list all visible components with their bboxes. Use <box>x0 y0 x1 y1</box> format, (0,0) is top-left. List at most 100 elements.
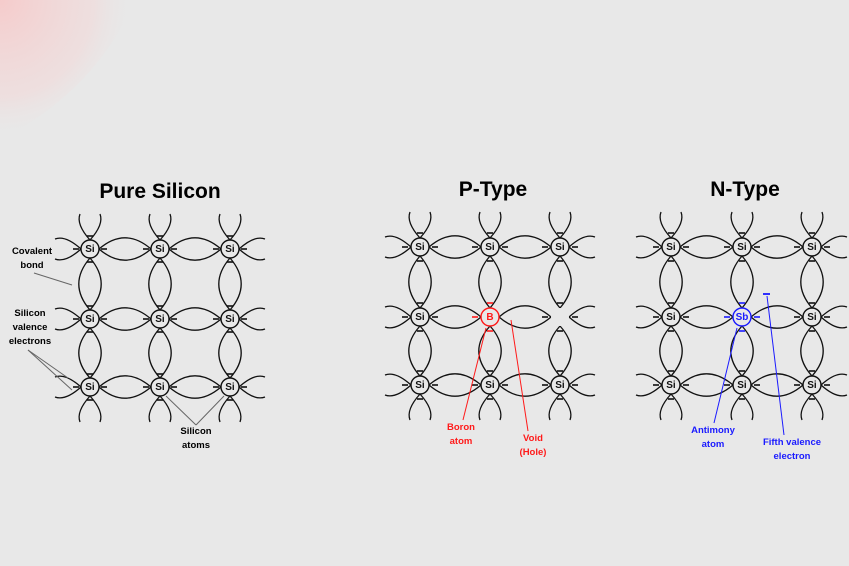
outer-bond-stub <box>159 395 172 423</box>
covalent-bond-arc <box>419 325 432 377</box>
outer-bond-stub <box>489 393 502 421</box>
silicon-atom <box>661 237 681 257</box>
covalent-bond-arc <box>89 257 102 311</box>
covalent-bond-arc <box>750 235 804 248</box>
dopant-symbol: B <box>486 312 493 323</box>
covalent-bond-arc <box>419 255 432 309</box>
silicon-atom <box>802 375 822 395</box>
valence-label-line3: electrons <box>9 336 51 347</box>
silicon-atom <box>550 237 570 257</box>
silicon-symbol: Si <box>737 380 747 391</box>
outer-bond-stub <box>741 393 754 421</box>
fifth-leader <box>766 295 785 436</box>
outer-bond-stub <box>659 211 672 239</box>
covalent-bond-arc <box>811 325 824 377</box>
outer-bond-stub <box>238 248 266 261</box>
silicon-atom <box>802 307 822 327</box>
covalent-bond-arc <box>89 327 102 379</box>
outer-bond-stub <box>384 316 412 329</box>
silicon-symbol: Si <box>415 312 425 323</box>
covalent-bond-arc <box>659 325 672 377</box>
outer-bond-stub <box>238 375 266 388</box>
valence-electrons-annotation: Silicon valence electrons <box>9 308 73 391</box>
outer-bond-stub <box>218 395 231 423</box>
covalent-bond-arc <box>478 255 491 309</box>
void-label-line2: (Hole) <box>520 447 547 458</box>
outer-bond-stub <box>820 305 848 318</box>
covalent-bond-arc <box>741 325 754 377</box>
covalent-bond-arc <box>98 248 152 261</box>
outer-bond-stub <box>238 386 266 399</box>
outer-bond-stub <box>408 211 421 239</box>
outer-bond-stub <box>800 211 813 239</box>
covalent-bond-arc <box>741 255 754 309</box>
silicon-atom <box>550 375 570 395</box>
covalent-bond-arc <box>679 235 734 248</box>
outer-bond-stub <box>730 393 743 421</box>
silicon-atom <box>150 377 170 397</box>
outer-bond-stub <box>635 305 663 318</box>
covalent-bond-arc <box>168 248 222 261</box>
covalent-bond-arc <box>168 386 222 399</box>
silicon-symbol: Si <box>415 380 425 391</box>
covalent-bond-arc <box>548 325 561 377</box>
outer-bond-stub <box>670 211 683 239</box>
atoms-leader-1 <box>165 395 197 426</box>
silicon-symbol: Si <box>485 242 495 253</box>
silicon-symbol: Si <box>85 382 95 393</box>
silicon-atom <box>480 375 500 395</box>
silicon-atom <box>80 309 100 329</box>
outer-bond-stub <box>820 316 848 329</box>
outer-bond-stub <box>568 235 596 248</box>
silicon-symbol: Si <box>666 380 676 391</box>
silicon-symbol: Si <box>155 382 165 393</box>
outer-bond-stub <box>408 393 421 421</box>
silicon-atom <box>661 375 681 395</box>
silicon-atom <box>802 237 822 257</box>
covalent-bond-label-line2: bond <box>20 260 43 271</box>
silicon-symbol: Si <box>155 314 165 325</box>
outer-bond-stub <box>54 386 82 399</box>
valence-label-line2: valence <box>13 322 48 333</box>
covalent-bond-arc <box>498 316 552 329</box>
silicon-atom <box>150 239 170 259</box>
outer-bond-stub <box>54 237 82 250</box>
covalent-bond-arc <box>428 316 482 329</box>
void-leader <box>510 319 529 432</box>
valence-leader-2 <box>27 349 73 391</box>
covalent-bond-arc <box>670 255 683 309</box>
covalent-bond-arc <box>408 325 421 377</box>
outer-bond-stub <box>548 211 561 239</box>
outer-bond-stub <box>670 393 683 421</box>
covalent-bond-arc <box>78 257 91 311</box>
covalent-bond-arc <box>148 257 161 311</box>
outer-bond-stub <box>384 384 412 397</box>
outer-bond-stub <box>384 235 412 248</box>
silicon-atom <box>661 307 681 327</box>
antimony-label-line2: atom <box>702 439 725 450</box>
outer-bond-stub <box>419 211 432 239</box>
covalent-bond-arc <box>98 375 152 388</box>
fifth-valence-electron-annotation: Fifth valence electron <box>763 295 821 462</box>
outer-bond-stub <box>478 211 491 239</box>
fifth-label-line2: electron <box>774 451 811 462</box>
n-type-title: N-Type <box>710 178 780 201</box>
covalent-bond-arc <box>489 325 502 377</box>
silicon-atom <box>150 309 170 329</box>
covalent-bond-arc <box>428 373 482 386</box>
outer-bond-stub <box>568 305 596 318</box>
silicon-symbol: Si <box>666 242 676 253</box>
silicon-atom <box>220 239 240 259</box>
outer-bond-stub <box>419 393 432 421</box>
pure-silicon-title: Pure Silicon <box>99 180 220 203</box>
outer-bond-stub <box>384 373 412 386</box>
antimony-atom-annotation: Antimony atom <box>691 327 738 450</box>
outer-bond-stub <box>635 235 663 248</box>
outer-bond-stub <box>820 235 848 248</box>
silicon-symbol: Si <box>555 380 565 391</box>
valence-leader-1 <box>27 349 69 379</box>
covalent-bond-label-line1: Covalent <box>12 246 53 257</box>
boron-leader <box>462 327 487 421</box>
outer-bond-stub <box>148 395 161 423</box>
